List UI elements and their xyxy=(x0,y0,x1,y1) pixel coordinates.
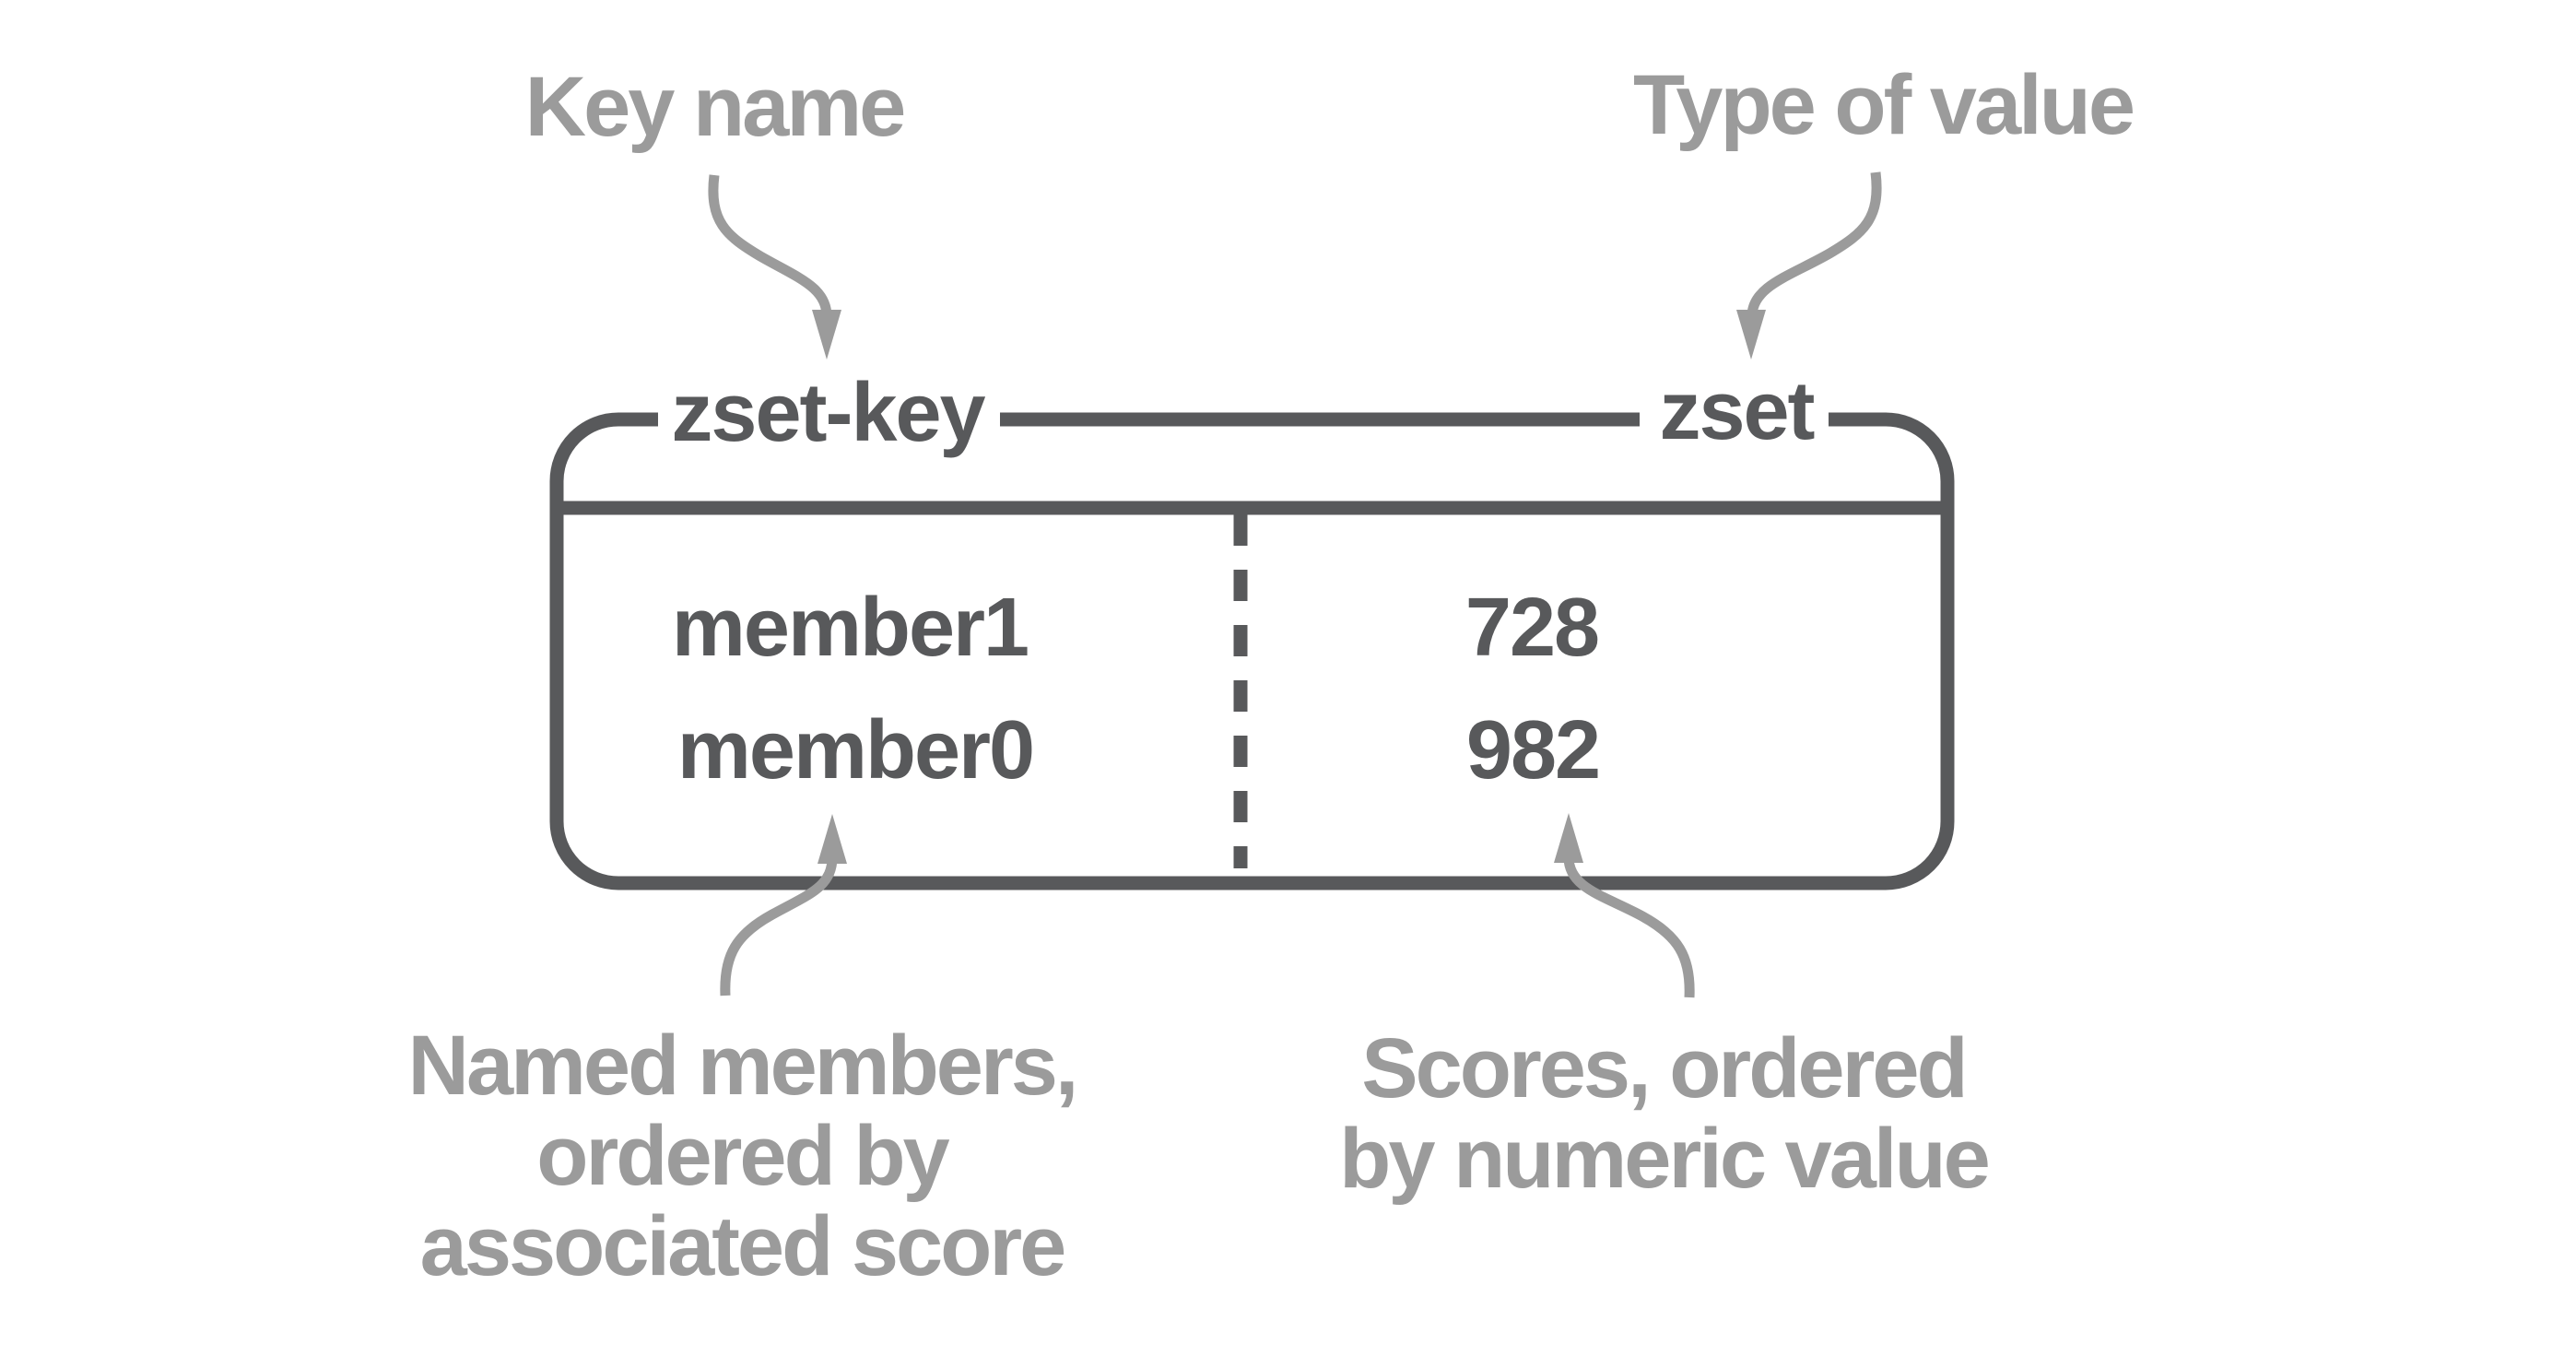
scores-arrowhead xyxy=(1554,813,1583,863)
type-of-value-arrowhead xyxy=(1736,310,1766,360)
members-arrowhead xyxy=(817,814,847,864)
members-caption-line-3: associated score xyxy=(420,1199,1065,1293)
scores-arrow xyxy=(1563,856,1695,998)
members-arrow xyxy=(720,856,838,996)
box-outline xyxy=(549,412,1955,890)
box-labels: zset-key zset member1 728 member0 982 xyxy=(671,365,1816,796)
annotation-arrow-heads xyxy=(812,310,1766,864)
zset-type-label: zset xyxy=(1659,365,1814,457)
members-caption-line-2: ordered by xyxy=(536,1109,949,1203)
annotation-arrow-strokes xyxy=(708,171,1882,998)
score-row-2-value: 982 xyxy=(1466,704,1599,796)
zset-key-label: zset-key xyxy=(671,367,985,459)
key-name-arrow xyxy=(708,174,832,319)
box-strokes xyxy=(549,412,1955,890)
type-of-value-caption: Type of value xyxy=(1633,58,2134,152)
key-name-arrowhead xyxy=(812,310,841,360)
scores-caption-line-1: Scores, ordered xyxy=(1361,1021,1966,1115)
scores-caption-line-2: by numeric value xyxy=(1339,1112,1988,1206)
members-caption-line-1: Named members, xyxy=(408,1019,1076,1113)
type-of-value-arrow xyxy=(1747,171,1882,316)
captions: Key name Type of value Named members, or… xyxy=(408,58,2136,1293)
score-row-1-value: 728 xyxy=(1465,582,1598,674)
member-row-2-label: member0 xyxy=(677,704,1033,796)
key-name-caption: Key name xyxy=(525,60,904,154)
member-row-1-label: member1 xyxy=(672,582,1028,674)
